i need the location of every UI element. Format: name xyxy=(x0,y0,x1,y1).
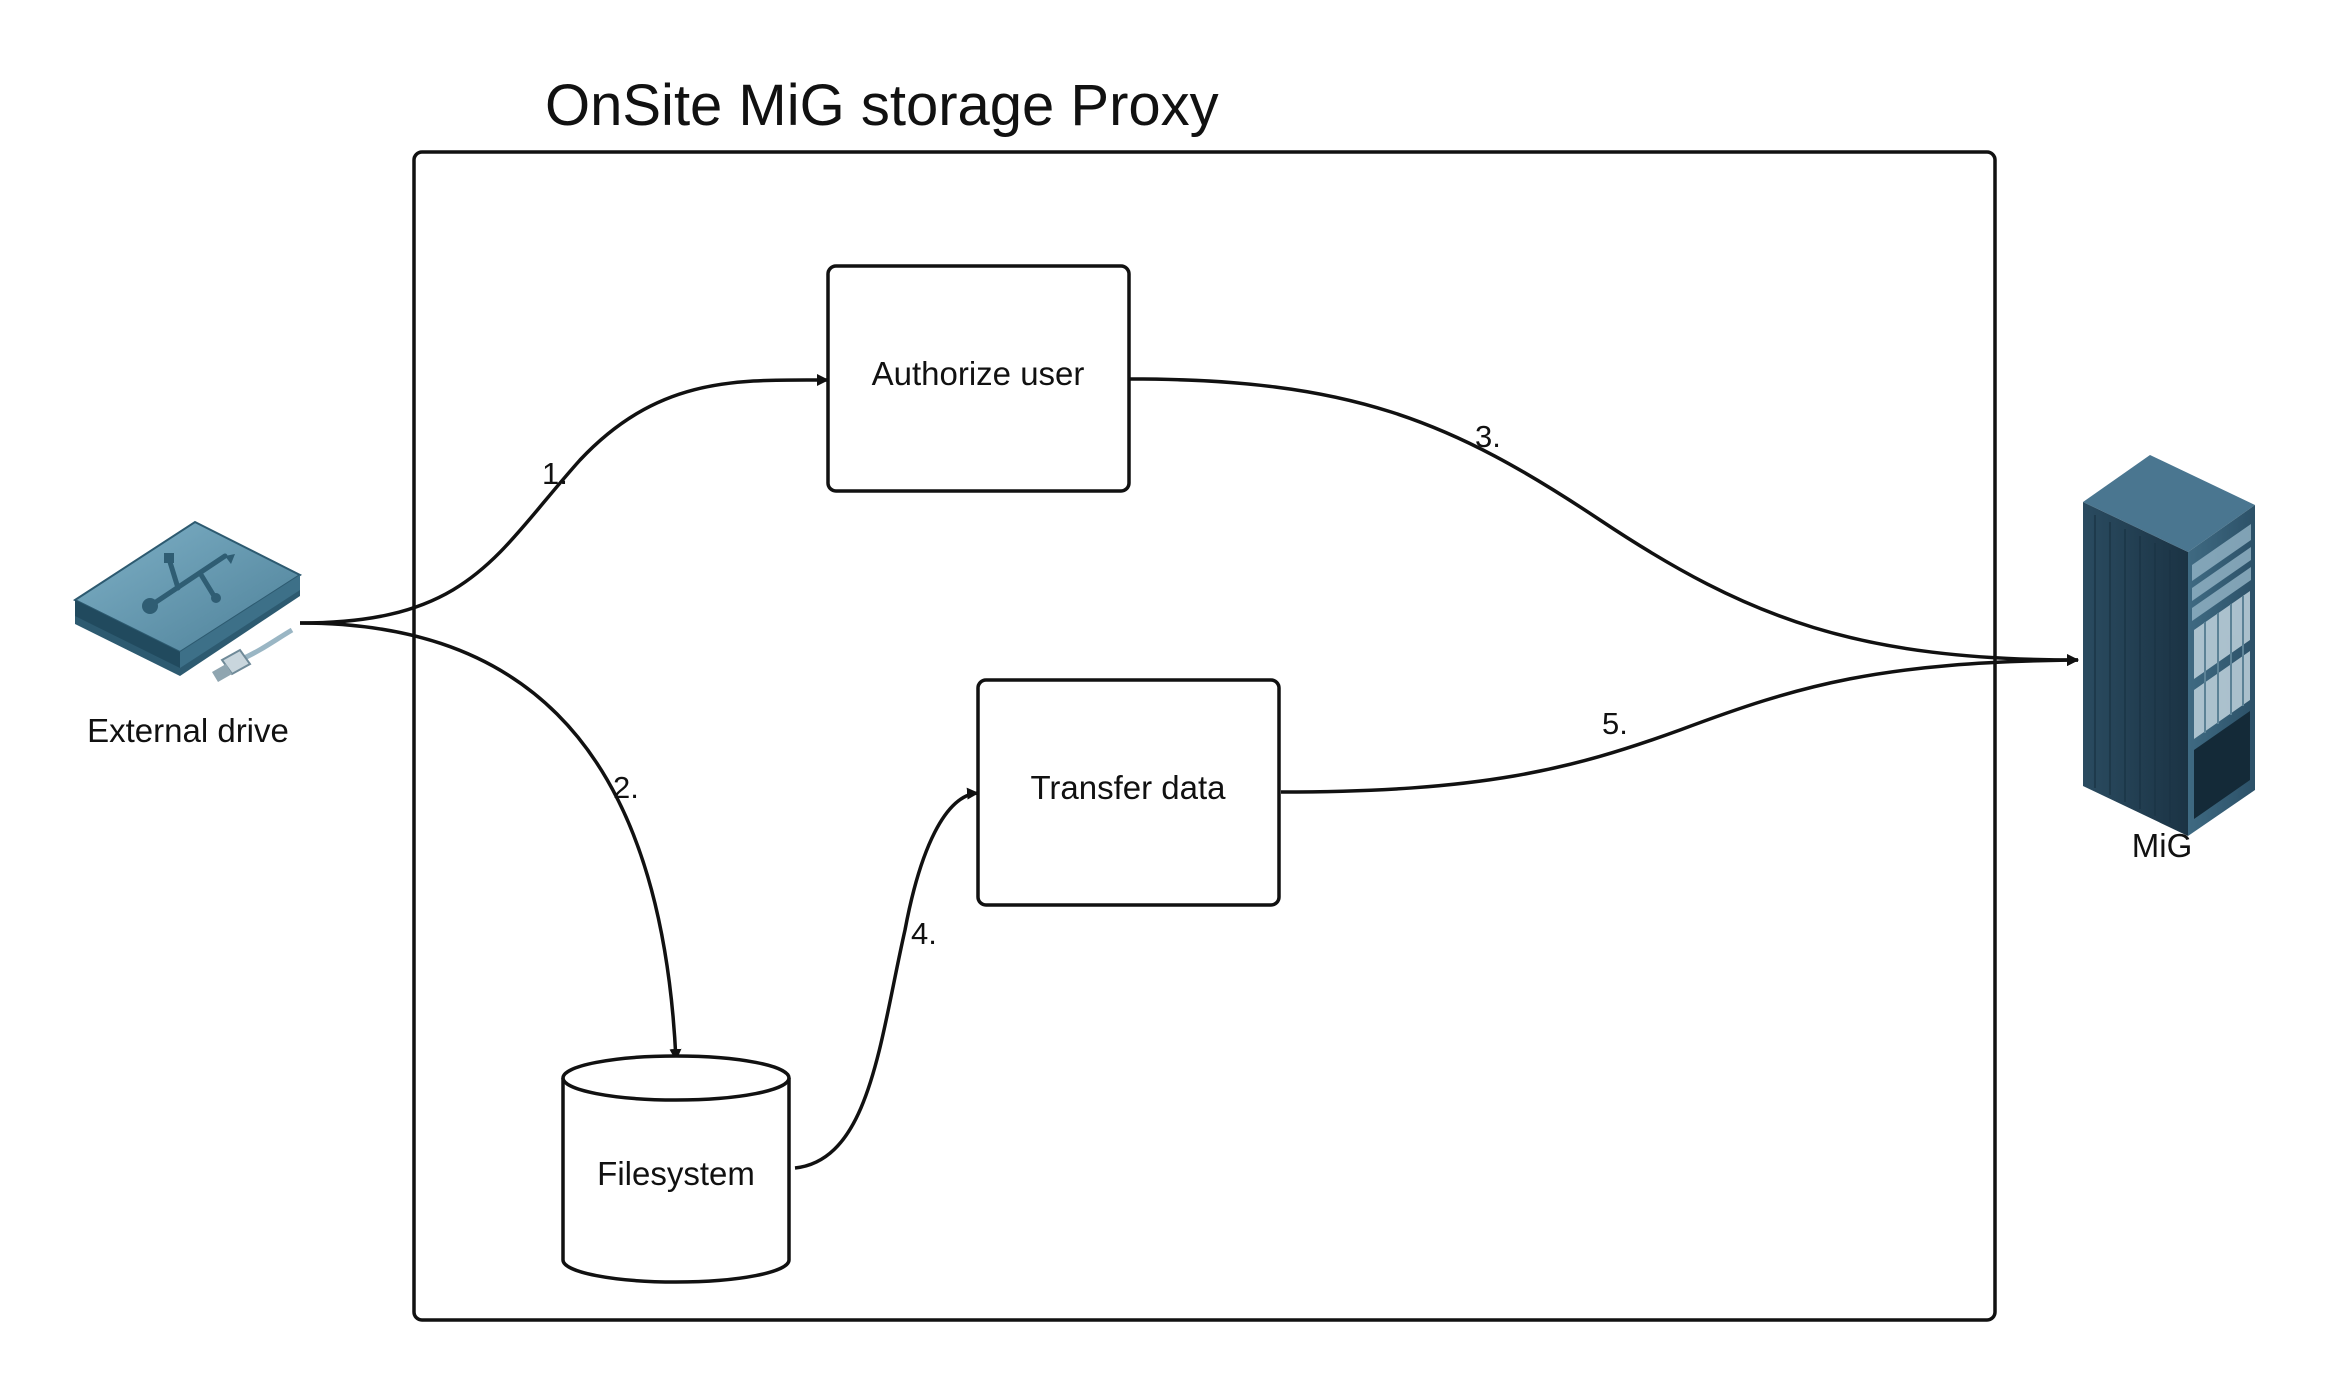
authorize-user-label: Authorize user xyxy=(872,355,1085,392)
edge-label-3: 3. xyxy=(1475,419,1501,454)
authorize-user-box xyxy=(826,264,1131,493)
authorize-user-node: Authorize user xyxy=(826,264,1131,493)
edge-label-2: 2. xyxy=(613,770,639,805)
usb-drive-icon xyxy=(72,520,303,682)
edge-2-drive-to-filesystem xyxy=(299,621,682,1061)
filesystem-cylinder-top xyxy=(561,1054,791,1102)
proxy-boundary xyxy=(412,150,1997,1322)
edge-5-transfer-to-mig xyxy=(1280,654,2079,794)
filesystem-label: Filesystem xyxy=(597,1155,755,1192)
edge-1-drive-to-authorize xyxy=(299,373,829,625)
external-drive-label: External drive xyxy=(87,712,289,749)
edge-4-filesystem-to-transfer xyxy=(794,787,979,1170)
filesystem-cylinder-body xyxy=(561,1078,791,1284)
transfer-data-label: Transfer data xyxy=(1030,769,1226,806)
edge-3-authorize-to-mig xyxy=(1129,377,2079,666)
edge-label-1: 1. xyxy=(542,456,568,491)
filesystem-node: Filesystem xyxy=(561,1054,791,1284)
edge-label-5: 5. xyxy=(1602,706,1628,741)
mig-label: MiG xyxy=(2132,827,2193,864)
edge-label-4: 4. xyxy=(911,916,937,951)
diagram-title: OnSite MiG storage Proxy xyxy=(545,73,1219,138)
transfer-data-box xyxy=(976,678,1281,907)
server-rack-icon xyxy=(2083,455,2255,836)
transfer-data-node: Transfer data xyxy=(976,678,1281,907)
